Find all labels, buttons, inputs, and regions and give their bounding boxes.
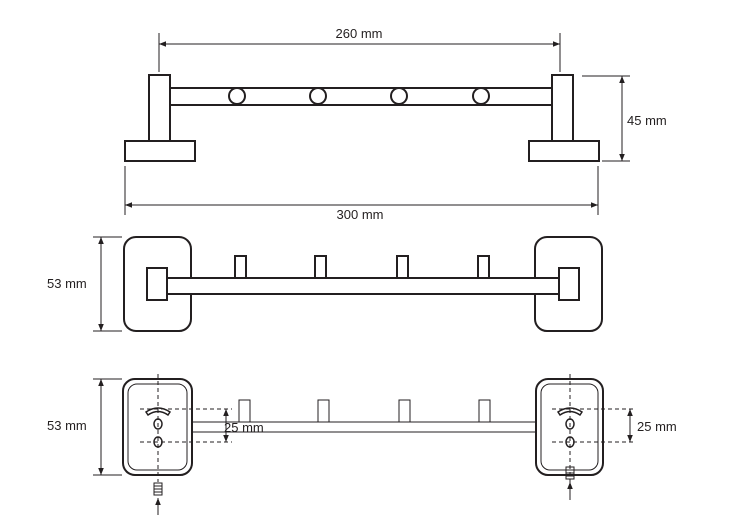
dimension-25-right-label: 25 mm	[637, 419, 677, 434]
dimension-300-label: 300 mm	[337, 207, 384, 222]
left-foot	[124, 140, 196, 162]
hook-1	[228, 87, 246, 105]
hook-top-4	[477, 255, 490, 279]
hook-back-3	[398, 399, 411, 423]
hook-3	[390, 87, 408, 105]
dimension-260-label: 260 mm	[336, 26, 383, 41]
hook-2	[309, 87, 327, 105]
left-post-top	[146, 267, 168, 301]
top-view: 53 mm	[47, 236, 603, 332]
dimension-53-back-label: 53 mm	[47, 418, 87, 433]
hook-back-2	[317, 399, 330, 423]
left-post	[148, 74, 171, 143]
back-view: 53 mm 25 mm	[47, 374, 677, 515]
front-view: 260 mm 45 mm 300 mm	[124, 26, 667, 222]
top-bar	[166, 277, 560, 295]
dimension-25-left-label: 25 mm	[224, 420, 264, 435]
dimension-45-label: 45 mm	[627, 113, 667, 128]
hook-top-2	[314, 255, 327, 279]
hook-top-1	[234, 255, 247, 279]
hook-top-3	[396, 255, 409, 279]
hook-4	[472, 87, 490, 105]
right-post	[551, 74, 574, 143]
hook-back-1	[238, 399, 251, 423]
right-foot	[528, 140, 600, 162]
right-post-top	[558, 267, 580, 301]
hook-back-4	[478, 399, 491, 423]
front-bar	[169, 87, 553, 106]
dimension-53-top-label: 53 mm	[47, 276, 87, 291]
